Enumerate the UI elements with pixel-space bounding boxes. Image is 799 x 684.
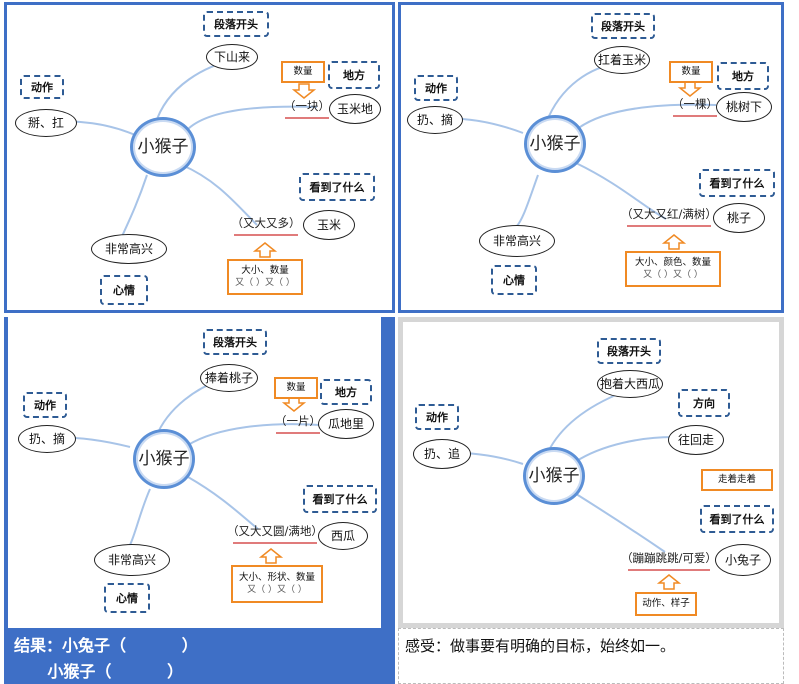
quantity-value: （一块） <box>284 99 330 119</box>
hint-line-1: 大小、颜色、数量 <box>634 256 711 268</box>
place-label: 地方 <box>717 62 769 90</box>
mood-label: 心情 <box>491 265 537 295</box>
panel-1: 小猴子 段落开头 下山来 动作 掰、扛 数量 地方 （一块） 玉米地 看到了什么… <box>4 2 395 313</box>
quantity-value: （一片） <box>275 414 321 434</box>
action-label: 动作 <box>415 404 459 430</box>
saw-label: 看到了什么 <box>699 169 775 197</box>
result-line-2: 小猴子（ ） <box>14 662 184 681</box>
heading-label: 段落开头 <box>591 13 655 39</box>
hint-line-2: 又（ ）又（ ） <box>247 585 307 596</box>
panel-2: 小猴子 段落开头 扛着玉米 动作 扔、摘 数量 地方 （一棵） 桃树下 看到了什… <box>398 2 784 313</box>
hint-line-1: 大小、数量 <box>241 264 289 276</box>
saw-label: 看到了什么 <box>303 485 377 513</box>
result-line-1: 结果：小兔子（ ） <box>14 636 198 655</box>
hint-box: 动作、样子 <box>635 592 697 616</box>
center-node: 小猴子 <box>524 115 586 173</box>
saw-value: 小兔子 <box>715 544 771 576</box>
panel-3: 小猴子 段落开头 捧着桃子 动作 扔、摘 数量 地方 （一片） 瓜地里 看到了什… <box>4 317 395 628</box>
saw-value: 西瓜 <box>318 522 368 550</box>
heading-value: 捧着桃子 <box>200 364 258 392</box>
action-label: 动作 <box>414 75 458 101</box>
hint-box: 大小、颜色、数量 又（ ）又（ ） <box>625 251 721 287</box>
place-value: 玉米地 <box>329 94 381 124</box>
quantity-label: 数量 <box>274 377 318 399</box>
hint-line-2: 又（ ）又（ ） <box>235 278 295 289</box>
hint-line-1: 大小、形状、数量 <box>238 571 315 583</box>
result-box: 结果：小兔子（ ） 小猴子（ ） <box>4 628 395 684</box>
saw-desc: （又大又红/满树） <box>621 207 717 227</box>
quantity-label: 数量 <box>669 61 713 83</box>
saw-desc: （蹦蹦跳跳/可爱） <box>621 551 717 571</box>
mood-value: 非常高兴 <box>94 544 170 576</box>
action-value: 扔、追 <box>413 439 471 469</box>
feeling-text: 感受：做事要有明确的目标，始终如一。 <box>405 637 676 655</box>
action-label: 动作 <box>20 75 64 99</box>
saw-label: 看到了什么 <box>299 173 375 201</box>
center-node: 小猴子 <box>130 117 196 177</box>
mood-value: 非常高兴 <box>479 225 555 257</box>
heading-value: 抱着大西瓜 <box>597 370 663 398</box>
hint-box: 大小、形状、数量 又（ ）又（ ） <box>231 565 323 603</box>
mood-value: 非常高兴 <box>91 234 167 264</box>
quantity-label: 数量 <box>281 61 325 83</box>
saw-label: 看到了什么 <box>700 505 774 533</box>
saw-desc: （又大又圆/满地） <box>227 524 323 544</box>
place-label: 地方 <box>320 379 372 405</box>
hint-line-1: 动作、样子 <box>642 598 690 610</box>
center-node: 小猴子 <box>523 447 585 505</box>
heading-label: 段落开头 <box>203 11 269 37</box>
mood-label: 心情 <box>104 583 150 613</box>
place-value: 瓜地里 <box>318 409 374 439</box>
saw-value: 桃子 <box>713 203 765 233</box>
action-value: 扔、摘 <box>18 425 76 453</box>
heading-label: 段落开头 <box>203 329 267 355</box>
quantity-value: （一棵） <box>672 97 718 117</box>
panel-4: 小猴子 段落开头 抱着大西瓜 动作 扔、追 方向 往回走 走着走着 看到了什么 … <box>398 317 784 628</box>
direction-label: 方向 <box>678 389 730 417</box>
heading-label: 段落开头 <box>597 338 661 364</box>
saw-desc: （又大又多） <box>232 216 301 236</box>
place-label: 地方 <box>328 61 380 89</box>
direction-value: 往回走 <box>668 425 724 455</box>
hint-line-2: 又（ ）又（ ） <box>643 270 703 281</box>
feeling-box: 感受：做事要有明确的目标，始终如一。 <box>398 628 784 684</box>
walk-label: 走着走着 <box>701 469 773 491</box>
action-label: 动作 <box>23 392 67 418</box>
action-value: 扔、摘 <box>407 106 463 134</box>
hint-box: 大小、数量 又（ ）又（ ） <box>227 259 303 295</box>
connectors <box>42 378 321 564</box>
heading-value: 下山来 <box>206 44 258 70</box>
center-node: 小猴子 <box>133 429 195 489</box>
place-value: 桃树下 <box>716 92 772 122</box>
connectors <box>435 62 717 250</box>
saw-value: 玉米 <box>303 210 355 240</box>
heading-value: 扛着玉米 <box>594 46 650 74</box>
connectors <box>51 59 318 258</box>
mood-label: 心情 <box>100 275 148 305</box>
action-value: 掰、扛 <box>15 109 77 137</box>
